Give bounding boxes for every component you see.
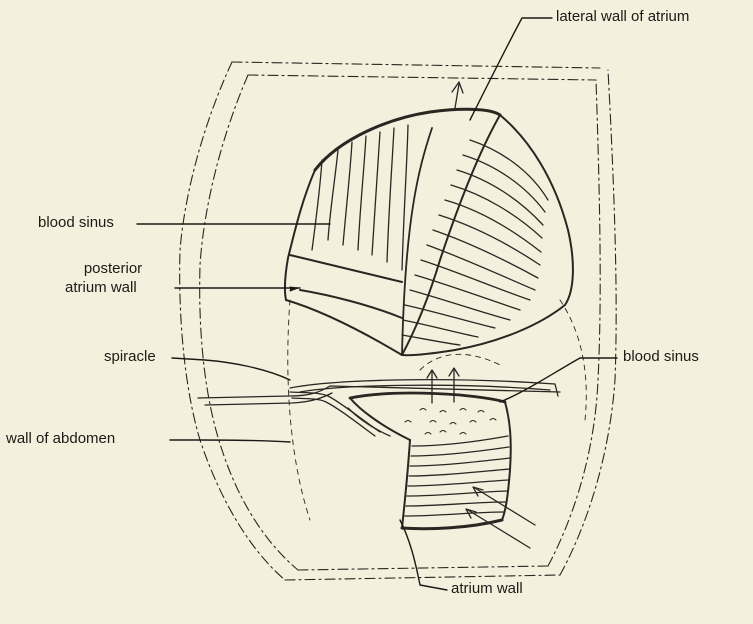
abdomen-outline [180,62,616,580]
label-spiracle: spiracle [104,348,156,366]
lower-atrium-folds [405,436,510,516]
label-blood-sinus-lower: blood sinus [623,348,699,366]
inflow-arrows [466,487,535,548]
label-atrium-wall-bottom: atrium wall [451,580,523,598]
label-blood-sinus-upper: blood sinus [38,214,114,232]
sinus-surface-marks [405,409,496,435]
label-lateral-wall-of-atrium: lateral wall of atrium [556,8,689,26]
label-posterior: posterior [58,260,168,278]
label-atrium-wall-posterior: atrium wall [65,279,137,297]
label-wall-of-abdomen: wall of abdomen [6,430,115,448]
upper-atrium-folds [312,125,548,345]
segment-guides [288,300,586,520]
leader-lines [137,18,617,590]
spiracle-tube [290,392,390,436]
posterior-arrowhead [290,287,298,291]
